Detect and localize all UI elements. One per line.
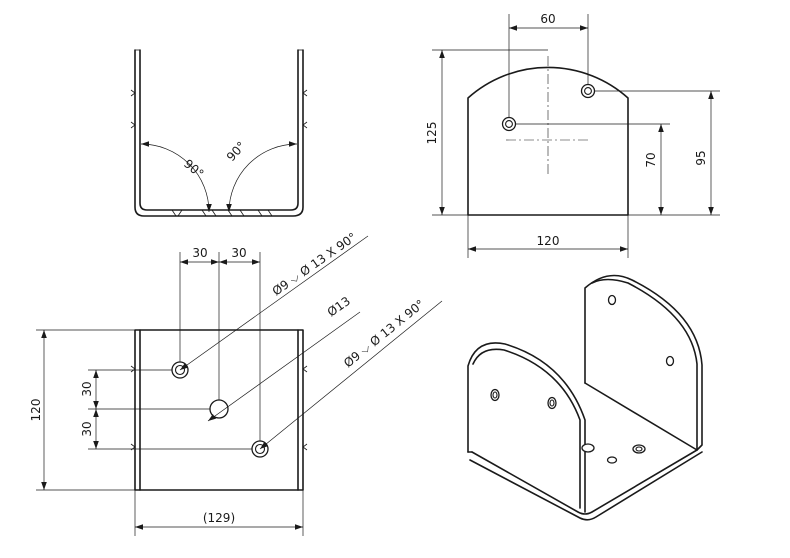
u-profile-inner bbox=[139, 49, 299, 211]
dim-label-v30-upper: 30 bbox=[80, 381, 94, 396]
iso-front-hole-2-inner bbox=[549, 399, 555, 407]
dim-label-125: 125 bbox=[425, 122, 439, 145]
front-view: 30 30 Ø9 ⌵ Ø 13 X 90° Ø13 Ø9 ⌵ Ø 13 X 90… bbox=[29, 230, 443, 536]
iso-base-hole-2 bbox=[606, 456, 618, 464]
base-wall-marks bbox=[130, 365, 308, 451]
right-wall-hole-marks bbox=[302, 89, 308, 129]
dim-label-30-left: 30 bbox=[192, 246, 207, 260]
dim-label-120: 120 bbox=[537, 234, 560, 248]
top-view: 90° 90° bbox=[130, 49, 308, 217]
iso-front-plate bbox=[467, 342, 586, 513]
iso-base-hole-3-inner bbox=[635, 446, 643, 452]
callout-bottom-hole: Ø9 ⌵ Ø 13 X 90° bbox=[341, 297, 427, 370]
iso-view bbox=[467, 274, 703, 521]
iso-front-plate-edge bbox=[472, 348, 581, 509]
base-hole-marks bbox=[171, 209, 273, 217]
iso-front-hole-2 bbox=[547, 396, 557, 410]
arched-plate-outline bbox=[467, 66, 629, 216]
iso-front-hole-1 bbox=[490, 388, 500, 402]
dim-label-70: 70 bbox=[644, 152, 658, 167]
iso-back-plate bbox=[584, 274, 703, 451]
dim-label-129: (129) bbox=[203, 511, 235, 525]
angle-arc-right bbox=[226, 141, 298, 213]
iso-back-hole-2 bbox=[665, 355, 675, 367]
plate-hole-right bbox=[580, 83, 596, 99]
iso-back-hole-1 bbox=[607, 294, 617, 306]
leader-middle-hole bbox=[207, 311, 361, 422]
dim-label-60: 60 bbox=[540, 12, 555, 26]
dim-label-30-right: 30 bbox=[231, 246, 246, 260]
iso-base-plate bbox=[471, 382, 698, 515]
left-wall-hole-marks bbox=[130, 89, 136, 129]
dim-label-front-120: 120 bbox=[29, 399, 43, 422]
plate-hole-left-inner bbox=[505, 120, 513, 128]
iso-base-hole-1 bbox=[581, 443, 595, 453]
side-view: 60 125 120 70 95 bbox=[425, 12, 720, 258]
iso-base-hole-3 bbox=[632, 444, 646, 454]
plate-hole-left bbox=[501, 116, 517, 132]
plate-hole-right-inner bbox=[584, 87, 592, 95]
iso-front-hole-1-inner bbox=[492, 391, 498, 399]
angle-label-right: 90° bbox=[224, 139, 249, 164]
angle-arc-left bbox=[140, 141, 212, 213]
callout-middle-hole: Ø13 bbox=[325, 294, 353, 320]
iso-back-plate-edge bbox=[591, 278, 698, 451]
dim-label-95: 95 bbox=[694, 150, 708, 165]
u-profile-outer bbox=[134, 49, 304, 217]
iso-base-plate-edge bbox=[469, 451, 703, 521]
callout-top-hole: Ø9 ⌵ Ø 13 X 90° bbox=[270, 230, 360, 299]
dim-label-v30-lower: 30 bbox=[80, 421, 94, 436]
leader-bottom-hole bbox=[259, 300, 443, 450]
leader-top-hole bbox=[179, 235, 369, 371]
